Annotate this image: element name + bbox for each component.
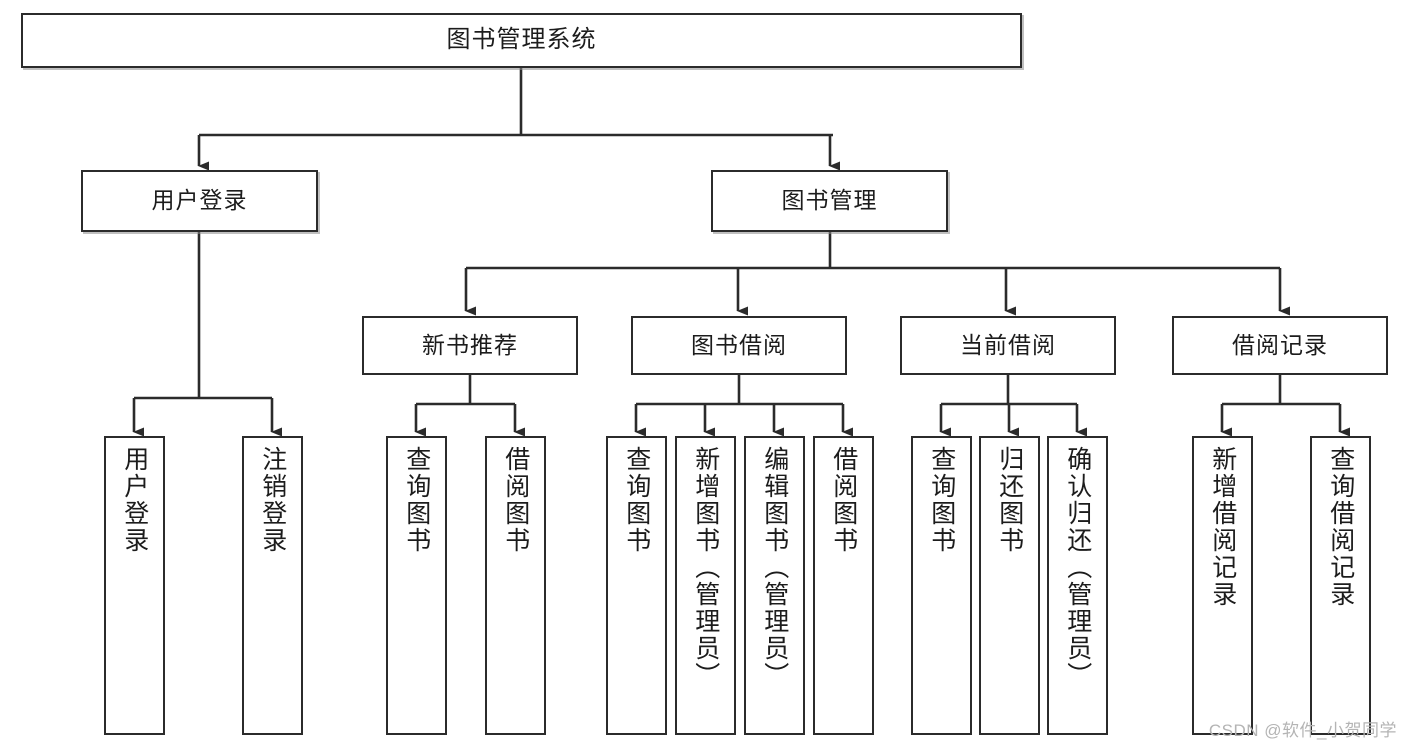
node-new-book-recommend[interactable]: 新书推荐 xyxy=(362,316,578,375)
node-new-book-recommend-label: 新书推荐 xyxy=(422,331,518,358)
node-book-borrow-label: 图书借阅 xyxy=(691,331,787,358)
node-leaf-confirm-return-label: 确认归还（管理员） xyxy=(1063,446,1092,689)
node-leaf-logout-login[interactable]: 注销登录 xyxy=(242,436,303,735)
node-leaf-confirm-return[interactable]: 确认归还（管理员） xyxy=(1047,436,1108,735)
node-leaf-return-book[interactable]: 归还图书 xyxy=(979,436,1040,735)
node-leaf-logout-login-label: 注销登录 xyxy=(258,446,287,554)
node-leaf-query-book-2-label: 查询图书 xyxy=(622,446,651,554)
node-leaf-add-book-label: 新增图书（管理员） xyxy=(691,446,720,689)
node-leaf-user-login[interactable]: 用户登录 xyxy=(104,436,165,735)
node-root-label: 图书管理系统 xyxy=(446,26,597,54)
node-leaf-query-book-1-label: 查询图书 xyxy=(402,446,431,554)
node-current-borrow[interactable]: 当前借阅 xyxy=(900,316,1116,375)
node-leaf-query-book-3-label: 查询图书 xyxy=(927,446,956,554)
node-leaf-query-record-label: 查询借阅记录 xyxy=(1326,446,1355,608)
node-borrow-record[interactable]: 借阅记录 xyxy=(1172,316,1388,375)
node-book-manage[interactable]: 图书管理 xyxy=(711,170,948,232)
node-leaf-query-book-1[interactable]: 查询图书 xyxy=(386,436,447,735)
node-leaf-query-book-3[interactable]: 查询图书 xyxy=(911,436,972,735)
node-leaf-edit-book-label: 编辑图书（管理员） xyxy=(760,446,789,689)
node-book-borrow[interactable]: 图书借阅 xyxy=(631,316,847,375)
node-user-login-label: 用户登录 xyxy=(151,187,248,214)
node-current-borrow-label: 当前借阅 xyxy=(960,331,1056,358)
node-leaf-borrow-book-1[interactable]: 借阅图书 xyxy=(485,436,546,735)
node-user-login[interactable]: 用户登录 xyxy=(81,170,318,232)
node-leaf-edit-book[interactable]: 编辑图书（管理员） xyxy=(744,436,805,735)
node-leaf-add-record[interactable]: 新增借阅记录 xyxy=(1192,436,1253,735)
node-leaf-borrow-book-2[interactable]: 借阅图书 xyxy=(813,436,874,735)
node-borrow-record-label: 借阅记录 xyxy=(1232,331,1328,358)
node-leaf-query-record[interactable]: 查询借阅记录 xyxy=(1310,436,1371,735)
node-leaf-add-book[interactable]: 新增图书（管理员） xyxy=(675,436,736,735)
node-leaf-add-record-label: 新增借阅记录 xyxy=(1208,446,1237,608)
node-leaf-return-book-label: 归还图书 xyxy=(995,446,1024,554)
node-leaf-query-book-2[interactable]: 查询图书 xyxy=(606,436,667,735)
node-leaf-borrow-book-2-label: 借阅图书 xyxy=(829,446,858,554)
node-leaf-user-login-label: 用户登录 xyxy=(120,446,149,554)
node-root[interactable]: 图书管理系统 xyxy=(21,13,1022,68)
node-leaf-borrow-book-1-label: 借阅图书 xyxy=(501,446,530,554)
node-book-manage-label: 图书管理 xyxy=(781,187,878,214)
